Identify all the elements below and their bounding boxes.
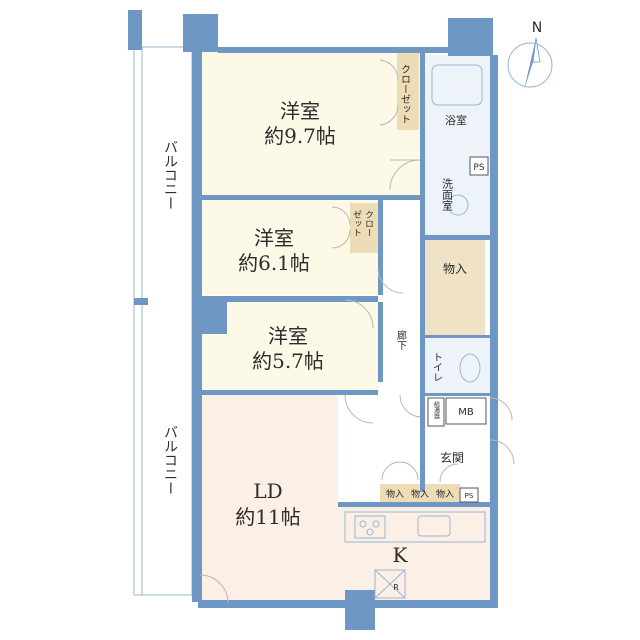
storage-small-2-label: 物入	[411, 488, 429, 500]
storage-room-floor	[425, 240, 485, 335]
balcony-upper-label: バルコニー	[162, 140, 178, 210]
western-room-1-size: 約9.7帖	[264, 124, 336, 148]
corridor-label: 廊下	[395, 329, 407, 351]
fridge-space	[374, 569, 406, 599]
ps-upper-label: PS	[473, 163, 484, 173]
fridge-label: R	[393, 583, 399, 592]
western-room-1-name: 洋室	[280, 99, 320, 123]
bathtub-icon	[431, 64, 483, 106]
balcony: バルコニー バルコニー	[128, 10, 193, 596]
compass-icon: N	[507, 20, 553, 90]
mb-label: MB	[458, 407, 474, 418]
doors	[199, 59, 515, 604]
balcony-wall-top	[128, 10, 142, 50]
water-heater-label: 給湯器	[433, 400, 440, 420]
entrance-label: 玄関	[440, 450, 464, 465]
storage-room-label: 物入	[443, 262, 467, 276]
western-room-3-size: 約5.7帖	[252, 349, 324, 373]
closet-2-label-a: クロー	[363, 210, 373, 237]
closet-2-label-b: ゼット	[351, 210, 362, 237]
walls	[183, 14, 498, 630]
ps-lower-box	[459, 487, 479, 503]
balcony-lower-label: バルコニー	[162, 425, 178, 495]
washroom-label: 洗面室	[441, 178, 454, 211]
closet-1-label: クローゼット	[399, 64, 411, 124]
ld-name: LD	[253, 479, 282, 503]
western-room-2-size: 約6.1帖	[238, 251, 310, 275]
toilet-floor	[425, 338, 490, 393]
kitchen-name: K	[393, 543, 409, 567]
storage-small-floor	[380, 484, 460, 502]
storage-small-1-label: 物入	[386, 488, 404, 500]
toilet-label: トイレ	[431, 352, 443, 382]
kitchen-counter	[344, 511, 486, 543]
closet-1-floor	[397, 52, 419, 130]
storage-small-3-label: 物入	[436, 488, 454, 500]
mb-box	[445, 397, 487, 425]
kitchen-floor	[338, 505, 490, 605]
fixtures	[344, 64, 489, 599]
water-heater-box	[427, 397, 445, 427]
sink-icon	[447, 194, 469, 216]
bathroom-floor	[425, 55, 490, 152]
western-room-3-floor	[198, 302, 378, 390]
western-room-3-name: 洋室	[268, 324, 308, 348]
kitchen-sink-icon	[417, 515, 451, 537]
ld-floor	[198, 395, 338, 605]
bathroom-label: 浴室	[445, 113, 467, 127]
toilet-icon	[459, 353, 481, 383]
ps-lower-label: PS	[465, 492, 474, 500]
western-room-2-name: 洋室	[254, 226, 294, 250]
ps-upper-box	[469, 156, 489, 176]
stove-icon	[354, 515, 386, 539]
compass-north-label: N	[532, 20, 542, 36]
ld-size: 約11帖	[235, 505, 300, 529]
western-room-1-floor	[198, 52, 420, 195]
closet-2-floor	[350, 203, 378, 253]
